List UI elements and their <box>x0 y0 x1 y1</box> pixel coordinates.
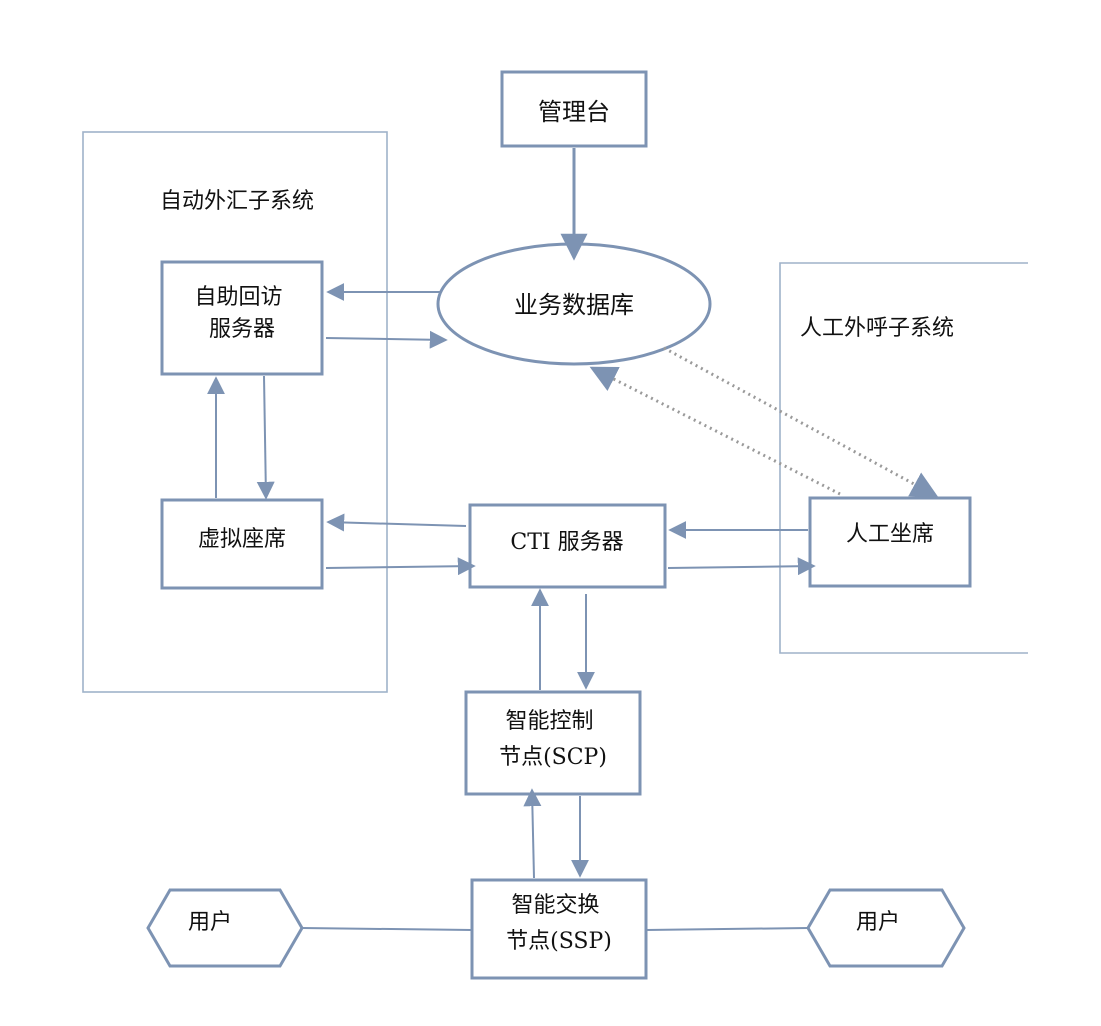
arrow-cti-to-virtual-agent <box>326 513 467 532</box>
manual-agent-label: 人工坐席 <box>846 522 934 547</box>
self-service-server-box <box>160 260 324 376</box>
business-database-label: 业务数据库 <box>514 291 634 319</box>
arrow-self-service-to-database <box>325 330 448 349</box>
link-ssp-to-user-right <box>645 927 809 931</box>
ssp-label: 智能交换 节点(SSP) <box>506 893 612 954</box>
arrow-virtual-agent-to-cti <box>325 557 476 576</box>
manual-subsystem-boundary <box>779 262 1028 654</box>
dotted-arrow-database-to-manual-agent <box>663 346 939 498</box>
scp-line-2: 节点(SCP) <box>499 745 607 770</box>
manual-subsystem-label: 人工外呼子系统 <box>800 316 954 341</box>
arrow-cti-to-manual-agent <box>667 557 816 576</box>
auto-subsystem-boundary <box>82 131 388 693</box>
user-left-label: 用户 <box>188 910 232 935</box>
self-service-server-line-1: 自助回访 <box>194 285 282 310</box>
virtual-agent-box <box>160 498 324 590</box>
manual-agent-box <box>808 496 972 588</box>
management-console-box <box>500 70 648 148</box>
scp-line-1: 智能控制 <box>505 709 593 734</box>
self-service-server-label: 自助回访 服务器 <box>194 285 289 342</box>
scp-box <box>464 690 642 796</box>
user-right-hexagon <box>806 888 966 968</box>
ssp-line-2: 节点(SSP) <box>506 929 612 954</box>
arrow-self-service-to-virtual-agent <box>256 375 275 500</box>
self-service-server-line-2: 服务器 <box>209 317 275 342</box>
link-user-left-to-ssp <box>301 927 473 931</box>
cti-server-box <box>468 503 667 589</box>
arrow-ssp-to-scp <box>523 788 542 879</box>
cti-server-label: CTI 服务器 <box>510 530 623 555</box>
virtual-agent-label: 虚拟座席 <box>198 527 286 552</box>
management-console-label: 管理台 <box>538 98 610 126</box>
auto-subsystem-label: 自动外汇子系统 <box>160 189 314 214</box>
dotted-arrow-manual-agent-to-database <box>589 366 841 496</box>
ssp-line-1: 智能交换 <box>511 893 599 918</box>
user-right-label: 用户 <box>856 910 900 935</box>
scp-label: 智能控制 节点(SCP) <box>499 709 607 770</box>
